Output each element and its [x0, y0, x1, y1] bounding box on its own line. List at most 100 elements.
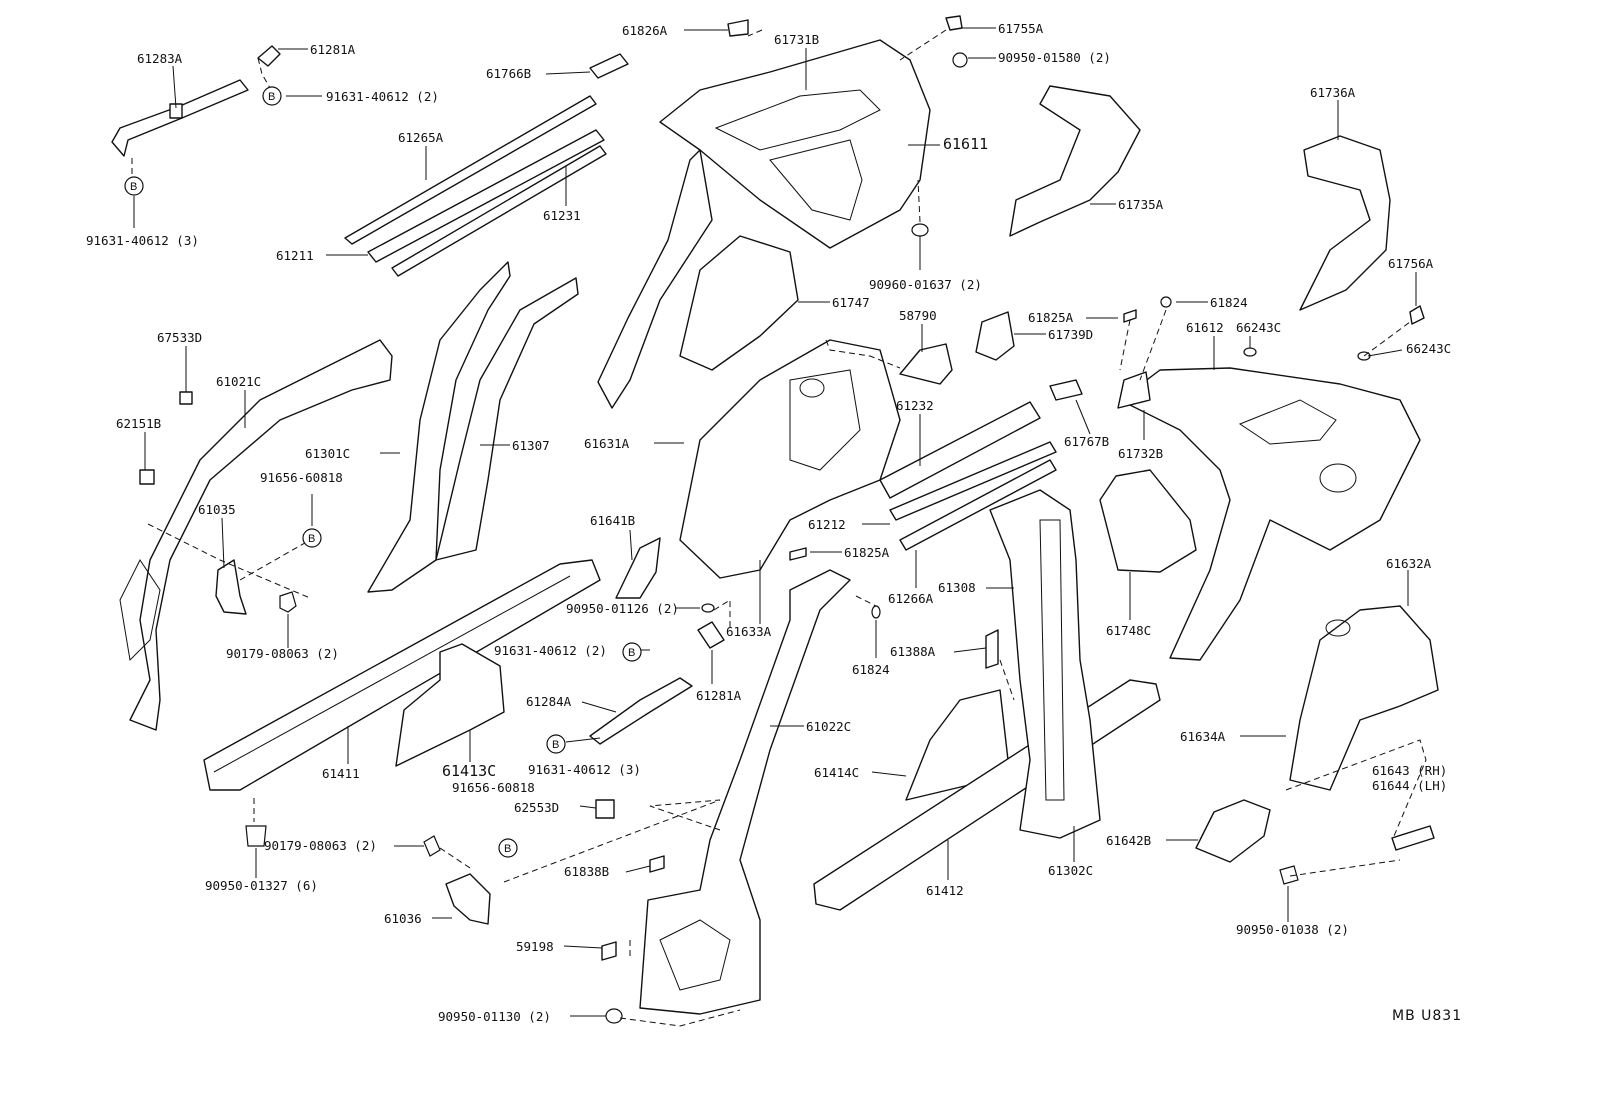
bolt-marker-text: B	[308, 533, 315, 545]
bolt-markers: B B B B B B	[124, 86, 642, 858]
part-61755A	[945, 15, 963, 31]
part-label: 61755A	[998, 21, 1044, 36]
part-label: 61643 (RH)	[1372, 763, 1447, 778]
part-label: 61747	[832, 295, 870, 310]
part-label: 67533D	[157, 330, 202, 345]
part-label: 61281A	[696, 688, 742, 703]
part-label: 91631-40612 (2)	[326, 89, 439, 104]
part-61632A	[1289, 605, 1439, 791]
part-label: 61838B	[564, 864, 609, 879]
part-label: 61756A	[1388, 256, 1434, 271]
part-61825A-mid	[789, 547, 807, 561]
part-61766B	[589, 53, 629, 79]
part-label: 61283A	[137, 51, 183, 66]
part-90950-01130	[605, 1008, 623, 1024]
part-61731B-detail	[714, 89, 881, 151]
part-67533D	[179, 391, 193, 405]
part-label: 62553D	[514, 800, 559, 815]
part-label: 61411	[322, 766, 360, 781]
part-61284A	[589, 677, 693, 745]
part-label: 61731B	[774, 32, 819, 47]
part-label: 91631-40612 (2)	[494, 643, 607, 658]
part-61022C	[639, 569, 851, 1015]
part-61281A-top	[257, 45, 281, 67]
part-90179-08063-left	[279, 591, 297, 613]
part-label: 66243C	[1406, 341, 1451, 356]
part-61281A-mid	[697, 621, 725, 649]
part-61411	[203, 559, 601, 791]
part-label: 59198	[516, 939, 554, 954]
part-61413C	[395, 643, 505, 767]
part-label: 61412	[926, 883, 964, 898]
part-label: 61265A	[398, 130, 444, 145]
bolt-marker-text: B	[504, 843, 511, 855]
part-label: 61825A	[1028, 310, 1074, 325]
part-61642B	[1195, 799, 1271, 863]
part-label: 61824	[852, 662, 890, 677]
part-61612-fuel-door	[1319, 463, 1357, 493]
part-label: 61633A	[726, 624, 772, 639]
part-61631A-hole	[799, 378, 825, 398]
part-90950-01126	[701, 603, 715, 613]
part-61021C	[129, 339, 393, 731]
part-label: 61301C	[305, 446, 350, 461]
part-61211	[391, 145, 607, 277]
part-61824-mid	[871, 605, 881, 619]
part-label: 61035	[198, 502, 236, 517]
part-61643	[1391, 825, 1435, 851]
part-61631A-detail	[789, 369, 861, 471]
part-label: 61414C	[814, 765, 859, 780]
part-label: 91656-60818	[452, 780, 535, 795]
part-rear-pillar-inner	[597, 149, 713, 409]
bolt-marker-text: B	[268, 91, 275, 103]
part-label: 61611	[943, 135, 988, 153]
part-label: 61022C	[806, 719, 851, 734]
part-61021C-detail	[119, 559, 161, 662]
part-label: 61631A	[584, 436, 630, 451]
diagram-code: MB U831	[1392, 1008, 1462, 1024]
part-label: 61413C	[442, 762, 496, 780]
part-label: 90179-08063 (2)	[226, 646, 339, 661]
part-label: 90960-01637 (2)	[869, 277, 982, 292]
part-label: 61641B	[590, 513, 635, 528]
part-61307	[435, 277, 579, 561]
part-61747	[679, 235, 799, 371]
part-61632A-hole	[1325, 619, 1351, 637]
part-label: 90950-01327 (6)	[205, 878, 318, 893]
part-label: 91656-60818	[260, 470, 343, 485]
part-label: 61231	[543, 208, 581, 223]
part-59198	[601, 941, 617, 961]
part-61212	[889, 441, 1057, 521]
bolt-marker-text: B	[130, 181, 137, 193]
part-label: 90179-08063 (2)	[264, 838, 377, 853]
part-label: 90950-01130 (2)	[438, 1009, 551, 1024]
part-61735A	[1009, 85, 1141, 237]
part-label: 61612	[1186, 320, 1224, 335]
part-90950-01038	[1279, 865, 1299, 885]
leader-lines	[133, 27, 1417, 1017]
part-61232	[879, 401, 1041, 499]
part-61611-window	[769, 139, 863, 221]
part-label: 61732B	[1118, 446, 1163, 461]
part-61732B	[1117, 371, 1151, 409]
part-61035	[215, 559, 247, 615]
part-90950-01580	[952, 52, 968, 68]
part-label: 61826A	[622, 23, 668, 38]
part-label: 66243C	[1236, 320, 1281, 335]
bolt-marker-text: B	[552, 739, 559, 751]
part-label: 61284A	[526, 694, 572, 709]
part-label: 61388A	[890, 644, 936, 659]
part-label: 61824	[1210, 295, 1248, 310]
part-61036	[445, 873, 491, 925]
part-90950-01327	[245, 825, 267, 847]
part-label: 61212	[808, 517, 846, 532]
part-61739D	[975, 311, 1015, 361]
part-label: 62151B	[116, 416, 161, 431]
part-61022C-detail	[659, 919, 731, 991]
part-61388A	[985, 629, 999, 669]
part-label: 61302C	[1048, 863, 1093, 878]
part-label: 58790	[899, 308, 937, 323]
part-label: 61307	[512, 438, 550, 453]
part-label: 61766B	[486, 66, 531, 81]
